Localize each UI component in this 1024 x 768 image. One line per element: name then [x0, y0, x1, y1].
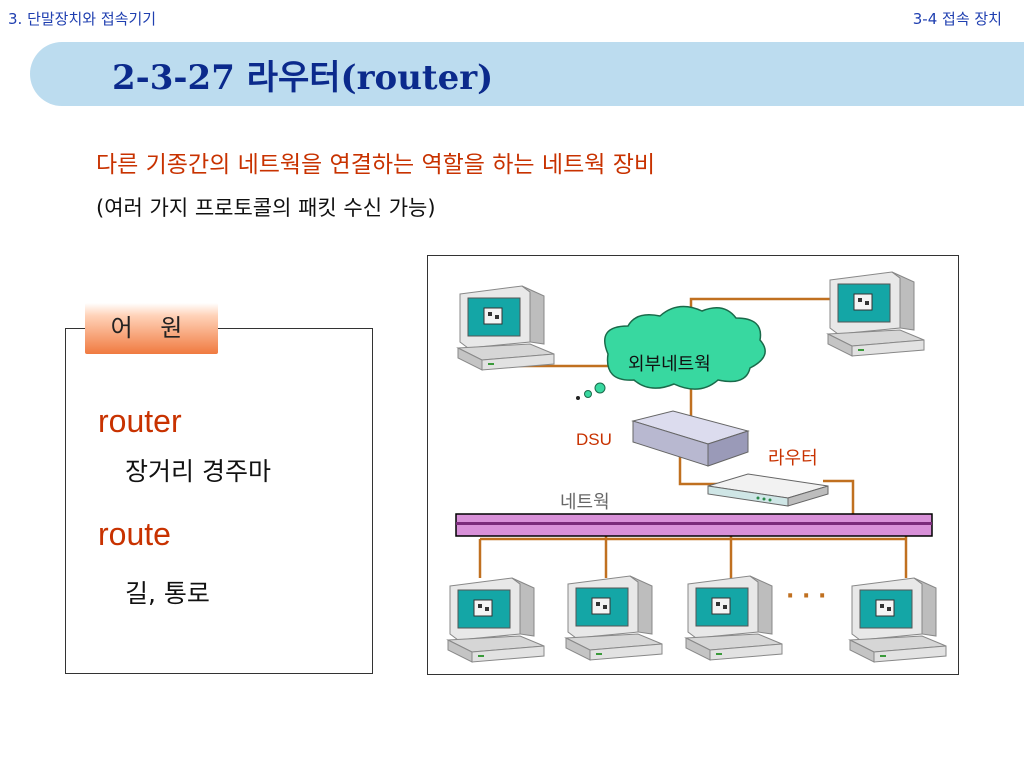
subtitle-main: 다른 기종간의 네트웍을 연결하는 역할을 하는 네트웍 장비: [96, 152, 656, 178]
pc-bottom-1-icon: [447, 577, 545, 663]
pc-bottom-3-icon: [685, 575, 783, 661]
title-band: [30, 42, 1024, 106]
etymology-word-route: route: [98, 516, 171, 552]
network-diagram: 외부네트웍 DSU 라우터 네트웍 · · ·: [427, 255, 959, 675]
pc-bottom-2-icon: [565, 575, 663, 661]
etymology-meaning-router: 장거리 경주마: [125, 457, 271, 486]
router-label: 라우터: [768, 448, 818, 469]
network-label: 네트웍: [560, 492, 610, 513]
pc-bottom-4-icon: [849, 577, 947, 663]
page-title: 2-3-27 라우터(router): [112, 58, 494, 98]
external-network-cloud: [576, 305, 766, 400]
dsu-label: DSU: [576, 430, 612, 449]
etymology-tag: 어 원: [85, 303, 218, 354]
etymology-meaning-route: 길, 통로: [125, 579, 210, 608]
dsu-device: [631, 410, 750, 467]
pc-top-right-icon: [827, 271, 925, 357]
pc-top-left-icon: [457, 285, 555, 371]
subtitle-note: (여러 가지 프로토콜의 패킷 수신 가능): [96, 196, 436, 220]
etymology-box: [65, 328, 373, 674]
etymology-word-router: router: [98, 403, 182, 439]
router-device: [707, 473, 829, 507]
header-right: 3-4 접속 장치: [912, 10, 1002, 28]
header-left: 3. 단말장치와 접속기기: [8, 10, 157, 28]
cloud-label: 외부네트웍: [628, 354, 711, 375]
ellipsis-label: · · ·: [786, 584, 827, 609]
